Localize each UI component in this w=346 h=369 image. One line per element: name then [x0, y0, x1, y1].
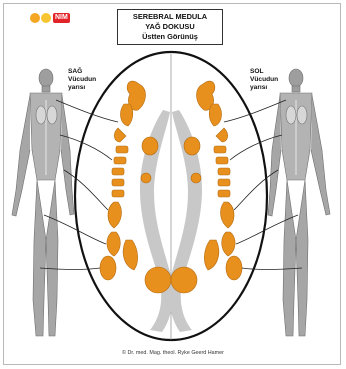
left-body-figure: [12, 69, 74, 336]
copyright-credit: © Dr. med. Mag. theol. Ryke Geerd Hamer: [0, 350, 346, 356]
right-body-figure: [268, 69, 330, 336]
